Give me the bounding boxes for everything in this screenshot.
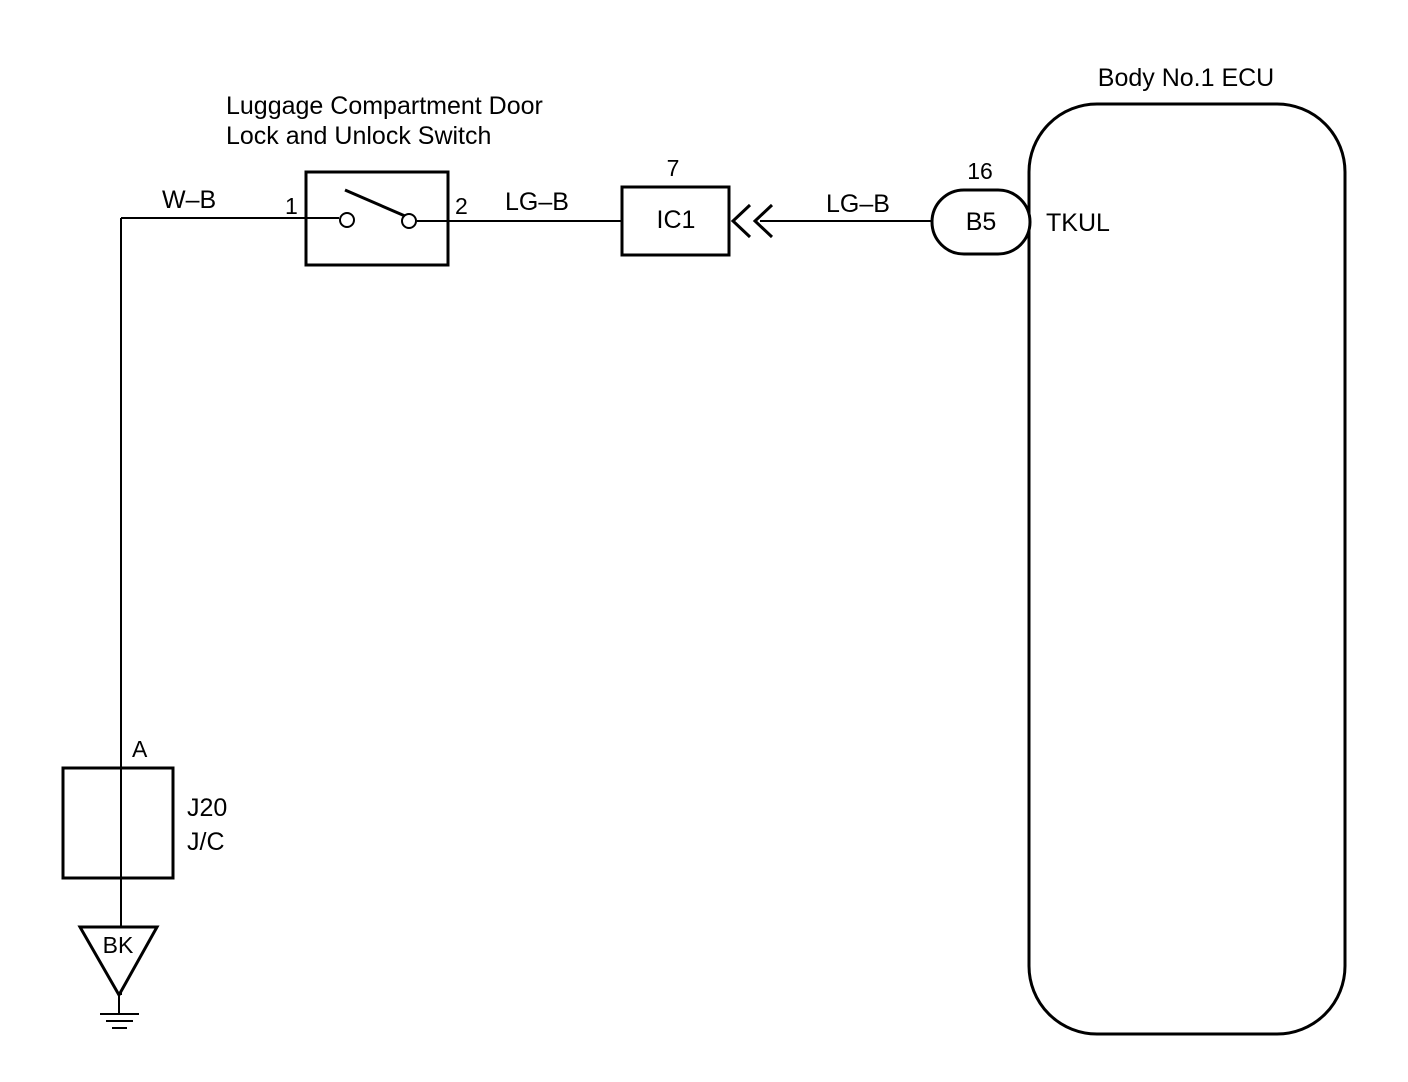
junction-name: J20 [187, 794, 227, 822]
switch-title-line1: Luggage Compartment Door [226, 92, 543, 120]
connector-ic1-label: IC1 [657, 206, 696, 234]
switch-contact-left [339, 212, 355, 228]
switch-contact-right [401, 213, 417, 229]
switch-pin-2: 2 [455, 193, 468, 219]
luggage-door-switch [304, 170, 450, 267]
wire-label-lg-b-left: LG–B [505, 188, 569, 216]
switch-pin-1: 1 [285, 193, 298, 219]
ecu-connector-b5 [930, 188, 1032, 256]
junction-pin-a: A [132, 736, 148, 762]
connector-ic1-pin: 7 [667, 155, 680, 181]
connector-ic1-box [620, 185, 731, 257]
switch-blade [344, 188, 406, 218]
junction-type: J/C [187, 828, 225, 856]
ground-label: BK [103, 932, 134, 958]
switch-title-line2: Lock and Unlock Switch [226, 122, 491, 150]
ecu-connector-pin: 16 [967, 158, 993, 184]
junction-j20-box [61, 766, 175, 880]
ground-triangle [77, 925, 160, 999]
ecu-terminal-tkul: TKUL [1046, 209, 1110, 237]
double-arrow-connector-icon [730, 203, 774, 239]
ecu-box [1027, 102, 1347, 1036]
ecu-connector-label: B5 [966, 208, 997, 236]
ground-icon [100, 995, 139, 1029]
wire-label-lg-b-right: LG–B [826, 190, 890, 218]
wire-label-w-b: W–B [162, 186, 216, 214]
ecu-title: Body No.1 ECU [1098, 64, 1274, 92]
